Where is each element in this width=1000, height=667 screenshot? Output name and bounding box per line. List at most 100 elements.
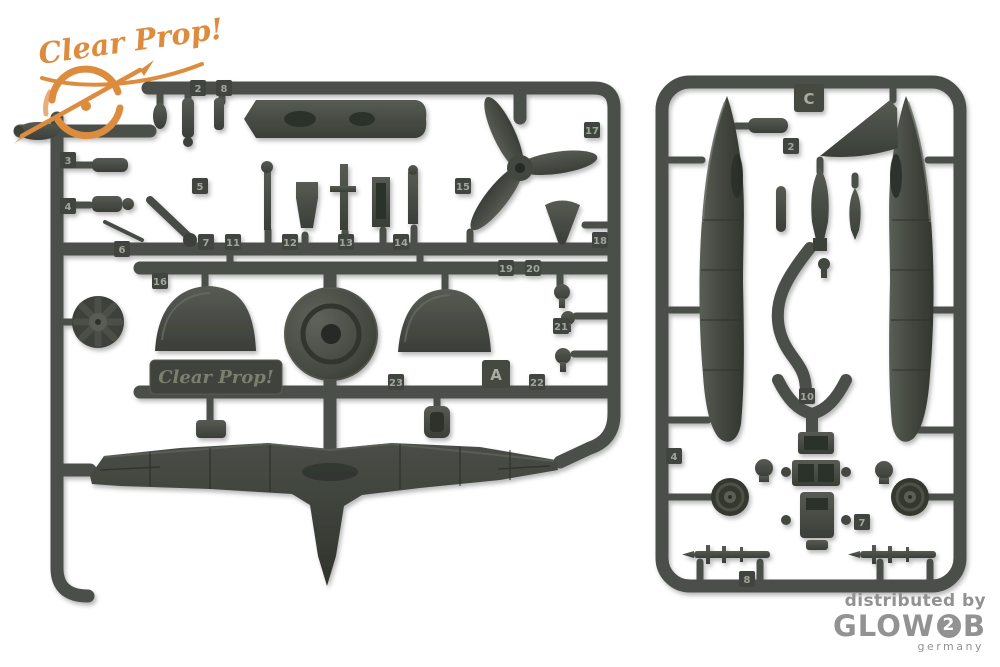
svg-text:2: 2 xyxy=(195,84,202,95)
logo-underline-swoosh xyxy=(40,62,204,87)
sprue-a-tabs: 2 8 3 5 4 6 7 11 12 13 14 15 16 17 18 19… xyxy=(60,80,608,390)
landing-gear-part xyxy=(103,196,197,247)
plane-silhouette-icon xyxy=(14,60,154,144)
part-number-tab: 17 xyxy=(584,122,600,138)
brand-plate-text: Clear Prop! xyxy=(158,367,274,388)
exhaust-parts xyxy=(153,98,224,147)
svg-text:13: 13 xyxy=(339,238,353,249)
part-number-tab: 5 xyxy=(192,178,208,194)
part-number-tab: 23 xyxy=(388,374,404,390)
part-number-tab: 21 xyxy=(553,318,569,334)
part-number-tab: 6 xyxy=(114,241,130,257)
bomb-rack-parts xyxy=(781,432,851,550)
svg-text:16: 16 xyxy=(153,277,167,288)
part-number-tab: 20 xyxy=(525,260,541,276)
fuselage-half-left-part xyxy=(699,96,744,442)
cowling-half-right-part xyxy=(398,289,491,352)
svg-text:15: 15 xyxy=(456,182,470,193)
part-number-tab: 11 xyxy=(225,234,241,250)
spinner-cone-part xyxy=(545,200,580,245)
svg-text:3: 3 xyxy=(65,156,72,167)
svg-text:4: 4 xyxy=(671,452,678,463)
svg-text:7: 7 xyxy=(859,518,866,529)
part-number-tab: 22 xyxy=(529,374,545,390)
part-number-tab: 8 xyxy=(216,80,232,96)
clearprop-logo: Clear Prop! xyxy=(6,11,225,144)
hub-dome-parts xyxy=(755,459,893,484)
sprue-c: C 2 10 4 8 7 xyxy=(655,75,967,593)
sprue-a: Clear Prop! 2 8 xyxy=(13,80,621,603)
part-number-tab: 7 xyxy=(198,234,214,250)
propeller-part xyxy=(470,97,598,231)
sprue-letter-tab: C xyxy=(794,84,824,112)
sprue-c-tabs: C 2 10 4 8 7 xyxy=(666,84,870,587)
svg-text:6: 6 xyxy=(119,245,126,256)
watermark-brand-b: B xyxy=(962,609,986,644)
watermark-prefix: distributed by xyxy=(844,591,986,612)
svg-text:23: 23 xyxy=(389,378,403,389)
part-number-tab: 14 xyxy=(393,234,409,250)
svg-text:17: 17 xyxy=(585,126,599,137)
svg-text:21: 21 xyxy=(554,322,568,333)
rudder-fin-part xyxy=(820,100,898,157)
brand-plate-part: Clear Prop! xyxy=(149,359,283,395)
svg-text:4: 4 xyxy=(65,202,72,213)
part-number-tab: 19 xyxy=(498,260,514,276)
svg-text:A: A xyxy=(490,366,502,384)
cowling-half-left-part xyxy=(155,286,256,351)
part-number-tab: 2 xyxy=(190,80,206,96)
svg-text:7: 7 xyxy=(203,238,210,249)
sprue-c-runners xyxy=(771,242,852,438)
svg-text:2: 2 xyxy=(788,142,795,153)
part-number-tab: 16 xyxy=(152,273,168,289)
wheel-left-part xyxy=(711,478,749,516)
svg-text:11: 11 xyxy=(226,238,240,249)
fuselage-half-right-part xyxy=(889,96,934,442)
sprue-letter-tab: A xyxy=(482,360,510,388)
logo-text: Clear Prop! xyxy=(36,14,221,71)
svg-text:12: 12 xyxy=(283,238,297,249)
cockpit-floor-part xyxy=(244,100,427,138)
above-wing-small-parts xyxy=(196,406,450,438)
part-number-tab: 12 xyxy=(282,234,298,250)
svg-text:14: 14 xyxy=(394,238,408,249)
svg-text:19: 19 xyxy=(499,264,513,275)
svg-text:5: 5 xyxy=(197,182,204,193)
part-number-tab: 15 xyxy=(455,178,471,194)
svg-text:8: 8 xyxy=(221,84,228,95)
part-number-tab: 7 xyxy=(854,514,870,530)
part-number-tab: 18 xyxy=(592,232,608,248)
part-number-tab: 10 xyxy=(799,388,815,404)
part-number-tab: 3 xyxy=(60,152,76,168)
svg-text:22: 22 xyxy=(530,378,544,389)
dome-small-parts xyxy=(554,284,575,372)
small-bomb-part xyxy=(818,188,861,278)
part-number-tab: 8 xyxy=(739,571,755,587)
cockpit-detail-parts xyxy=(261,161,418,230)
cowling-ring-part xyxy=(284,287,378,381)
part-number-tab: 4 xyxy=(60,198,76,214)
watermark-country: germany xyxy=(917,640,984,654)
part-number-tab: 2 xyxy=(783,138,799,154)
svg-text:18: 18 xyxy=(593,236,607,247)
svg-text:8: 8 xyxy=(744,575,751,586)
svg-text:10: 10 xyxy=(800,392,814,403)
wheel-right-part xyxy=(891,478,929,516)
part-number-tab: 13 xyxy=(338,234,354,250)
watermark-brand-glow: GLOW xyxy=(833,609,935,644)
machine-gun-parts xyxy=(682,545,936,564)
clearprop-logo-graphic: Clear Prop! xyxy=(14,11,225,144)
bomb-part xyxy=(776,168,829,251)
svg-text:20: 20 xyxy=(526,264,540,275)
propeller-swirl-icon xyxy=(19,65,143,140)
small-fittings-parts xyxy=(92,158,134,212)
watermark-brand-2-badge: 2 xyxy=(936,614,961,639)
tailplane-part xyxy=(748,118,788,133)
part-number-tab: 4 xyxy=(666,448,682,464)
radial-engine-part xyxy=(72,296,124,348)
wing-part xyxy=(90,392,558,586)
